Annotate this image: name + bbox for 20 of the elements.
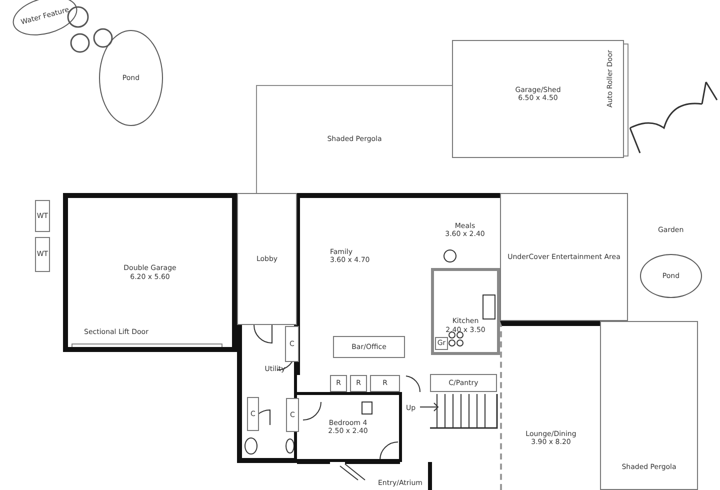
room-area [430,374,497,392]
cabinet-box [285,326,299,362]
cabinet-box [35,200,50,232]
cabinet-box [35,237,50,272]
room-area [333,336,405,358]
room-area [63,193,237,352]
cabinet-box [370,375,400,392]
room-area [452,40,624,158]
ellipse-area [99,30,163,126]
cabinet-box [286,398,299,432]
ellipse-area [640,254,702,298]
room-area [237,325,297,463]
room-area [600,321,698,490]
cabinet-box [247,397,259,431]
cabinet-box [330,375,347,392]
room-area [237,193,297,325]
room-area [500,193,628,321]
cabinet-box [350,375,367,392]
room-area [297,392,402,462]
room-area [431,268,500,355]
